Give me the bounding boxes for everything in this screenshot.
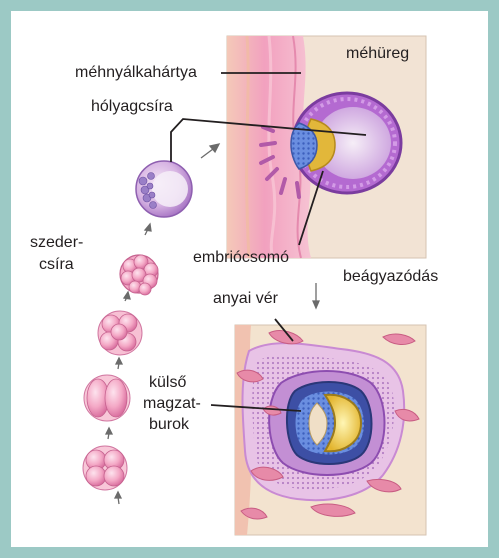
label-beagyazodas: beágyazódás: [343, 267, 438, 286]
stage-blastocyst: [136, 161, 192, 217]
label-kulso-2: magzat-: [143, 394, 201, 413]
label-mehnyalkahartya: méhnyálkahártya: [75, 63, 197, 82]
label-kulso-1: külső: [149, 373, 186, 392]
label-embriocsomo: embriócsomó: [193, 248, 289, 267]
label-szeder-2: csíra: [39, 255, 74, 274]
stage-morula: [120, 255, 158, 295]
label-holyagcsira: hólyagcsíra: [91, 97, 173, 116]
diagram-frame: méhnyálkahártya méhüreg hólyagcsíra szed…: [11, 11, 488, 547]
stage-8-cell: [98, 311, 142, 355]
label-szeder-1: szeder-: [30, 233, 83, 252]
stage-4-cell: [83, 446, 127, 490]
lower-panel: [235, 325, 426, 535]
upper-panel: [227, 36, 426, 258]
label-mehureg: méhüreg: [346, 44, 409, 63]
label-anyai-ver: anyai vér: [213, 289, 278, 308]
stage-2-cell: [84, 375, 130, 421]
label-kulso-3: burok: [149, 415, 189, 434]
